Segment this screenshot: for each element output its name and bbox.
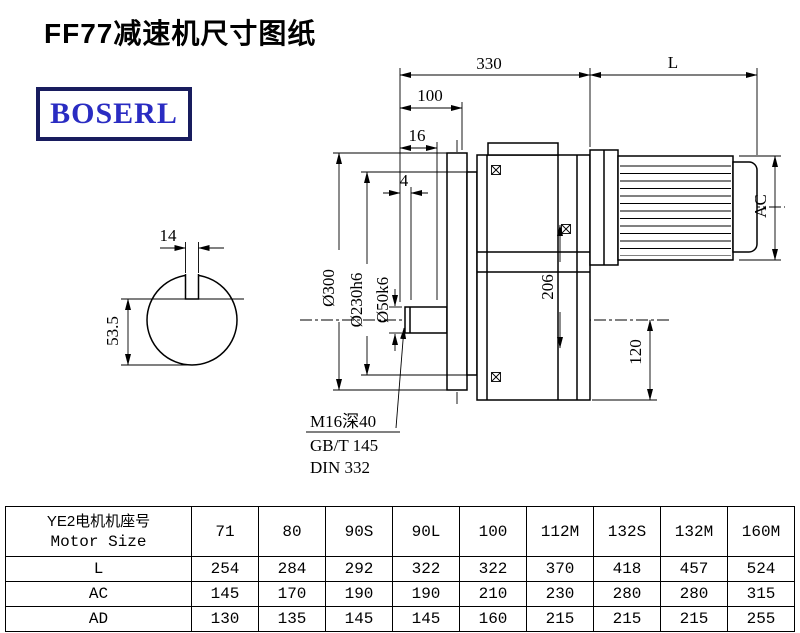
value-cell: 145 xyxy=(191,581,259,607)
value-cell: 210 xyxy=(459,581,527,607)
table-row-L: L 254 284 292 322 322 370 418 457 524 xyxy=(5,556,795,582)
value-cell: 215 xyxy=(660,606,728,632)
motor-size-cell: 132S xyxy=(593,506,661,557)
dim-L: L xyxy=(589,53,758,155)
dim-14: 14 xyxy=(160,226,224,273)
value-cell: 145 xyxy=(325,606,393,632)
dim-14-label: 14 xyxy=(160,226,178,245)
value-cell: 145 xyxy=(392,606,460,632)
motor-size-cell: 160M xyxy=(727,506,795,557)
value-cell: 130 xyxy=(191,606,259,632)
dim-16: 16 xyxy=(399,126,438,300)
dim-d230: Ø230h6 xyxy=(347,171,467,376)
dim-d300: Ø300 xyxy=(319,152,447,391)
value-cell: 457 xyxy=(660,556,728,582)
dim-4: 4 xyxy=(383,171,428,300)
dim-53-5-label: 53.5 xyxy=(103,316,122,346)
dim-100: 100 xyxy=(399,86,463,150)
motor-size-cell: 90L xyxy=(392,506,460,557)
value-cell: 190 xyxy=(325,581,393,607)
technical-drawing: 14 53.5 xyxy=(103,53,785,477)
value-cell: 524 xyxy=(727,556,795,582)
page-title: FF77减速机尺寸图纸 xyxy=(44,18,317,49)
value-cell: 322 xyxy=(459,556,527,582)
housing-top-block xyxy=(487,142,559,156)
boserl-logo-text: BOSERL xyxy=(50,97,178,130)
value-cell: 230 xyxy=(526,581,594,607)
value-cell: 255 xyxy=(727,606,795,632)
dim-AC-label: AC xyxy=(751,194,770,218)
shaft-section-view: 14 53.5 xyxy=(103,226,244,366)
value-cell: 315 xyxy=(727,581,795,607)
dim-d300-label: Ø300 xyxy=(319,269,338,307)
value-cell: 280 xyxy=(660,581,728,607)
bolt-icon xyxy=(561,224,571,234)
note-gbt: GB/T 145 xyxy=(310,436,378,455)
motor-size-cell: 90S xyxy=(325,506,393,557)
motor-size-cell: 100 xyxy=(459,506,527,557)
dim-100-label: 100 xyxy=(417,86,443,105)
value-cell: 370 xyxy=(526,556,594,582)
output-shaft xyxy=(404,306,448,334)
table-row-AC: AC 145 170 190 190 210 230 280 280 315 xyxy=(5,581,795,607)
row-label: AD xyxy=(5,606,192,632)
dim-d50: Ø50k6 xyxy=(373,277,402,351)
dim-120: 120 xyxy=(592,319,657,401)
motor-size-cell: 80 xyxy=(258,506,326,557)
housing-body xyxy=(476,154,591,401)
motor-fins xyxy=(620,160,731,256)
motor-size-header-en: Motor Size xyxy=(50,532,147,551)
motor xyxy=(589,149,758,266)
table-row-AD: AD 130 135 145 145 160 215 215 215 255 xyxy=(5,606,795,632)
main-view: 330 L 100 16 4 xyxy=(300,53,785,477)
dim-206-label: 206 xyxy=(538,274,557,300)
value-cell: 418 xyxy=(593,556,661,582)
dim-AC: AC xyxy=(739,155,781,261)
value-cell: 135 xyxy=(258,606,326,632)
dim-d230-label: Ø230h6 xyxy=(347,273,366,328)
value-cell: 160 xyxy=(459,606,527,632)
dim-206: 206 xyxy=(538,224,563,349)
output-flange xyxy=(446,152,468,391)
motor-size-cell: 132M xyxy=(660,506,728,557)
value-cell: 284 xyxy=(258,556,326,582)
dim-L-label: L xyxy=(668,53,678,72)
gearbox-housing xyxy=(446,142,591,401)
note-din: DIN 332 xyxy=(310,458,370,477)
bolt-icon xyxy=(491,165,501,175)
value-cell: 170 xyxy=(258,581,326,607)
dim-4-label: 4 xyxy=(400,171,409,190)
dim-330-label: 330 xyxy=(476,54,502,73)
keyway-slot xyxy=(185,274,199,299)
leader-line xyxy=(395,327,407,429)
shaft-end-notes: M16深40 GB/T 145 DIN 332 xyxy=(306,327,407,477)
motor-size-header: YE2电机机座号 Motor Size xyxy=(5,506,192,557)
motor-size-header-cn: YE2电机机座号 xyxy=(46,512,151,530)
value-cell: 215 xyxy=(526,606,594,632)
table-header-row: YE2电机机座号 Motor Size 71 80 90S 90L 100 11… xyxy=(5,506,795,557)
dim-d50-label: Ø50k6 xyxy=(373,277,392,323)
flange-spigot xyxy=(466,171,478,376)
motor-size-cell: 112M xyxy=(526,506,594,557)
dim-53-5: 53.5 xyxy=(103,298,190,366)
value-cell: 254 xyxy=(191,556,259,582)
note-m16: M16深40 xyxy=(310,412,376,431)
bolt-icon xyxy=(491,372,501,382)
value-cell: 215 xyxy=(593,606,661,632)
dim-330: 330 xyxy=(399,54,591,302)
dim-120-label: 120 xyxy=(626,339,645,365)
value-cell: 322 xyxy=(392,556,460,582)
value-cell: 190 xyxy=(392,581,460,607)
bolt-symbols xyxy=(491,165,571,382)
value-cell: 280 xyxy=(593,581,661,607)
motor-fan-cover xyxy=(732,161,758,253)
boserl-logo: BOSERL xyxy=(36,87,192,141)
value-cell: 292 xyxy=(325,556,393,582)
dimension-table: YE2电机机座号 Motor Size 71 80 90S 90L 100 11… xyxy=(5,506,795,632)
row-label: L xyxy=(5,556,192,582)
dim-16-label: 16 xyxy=(409,126,426,145)
motor-size-cell: 71 xyxy=(191,506,259,557)
row-label: AC xyxy=(5,581,192,607)
